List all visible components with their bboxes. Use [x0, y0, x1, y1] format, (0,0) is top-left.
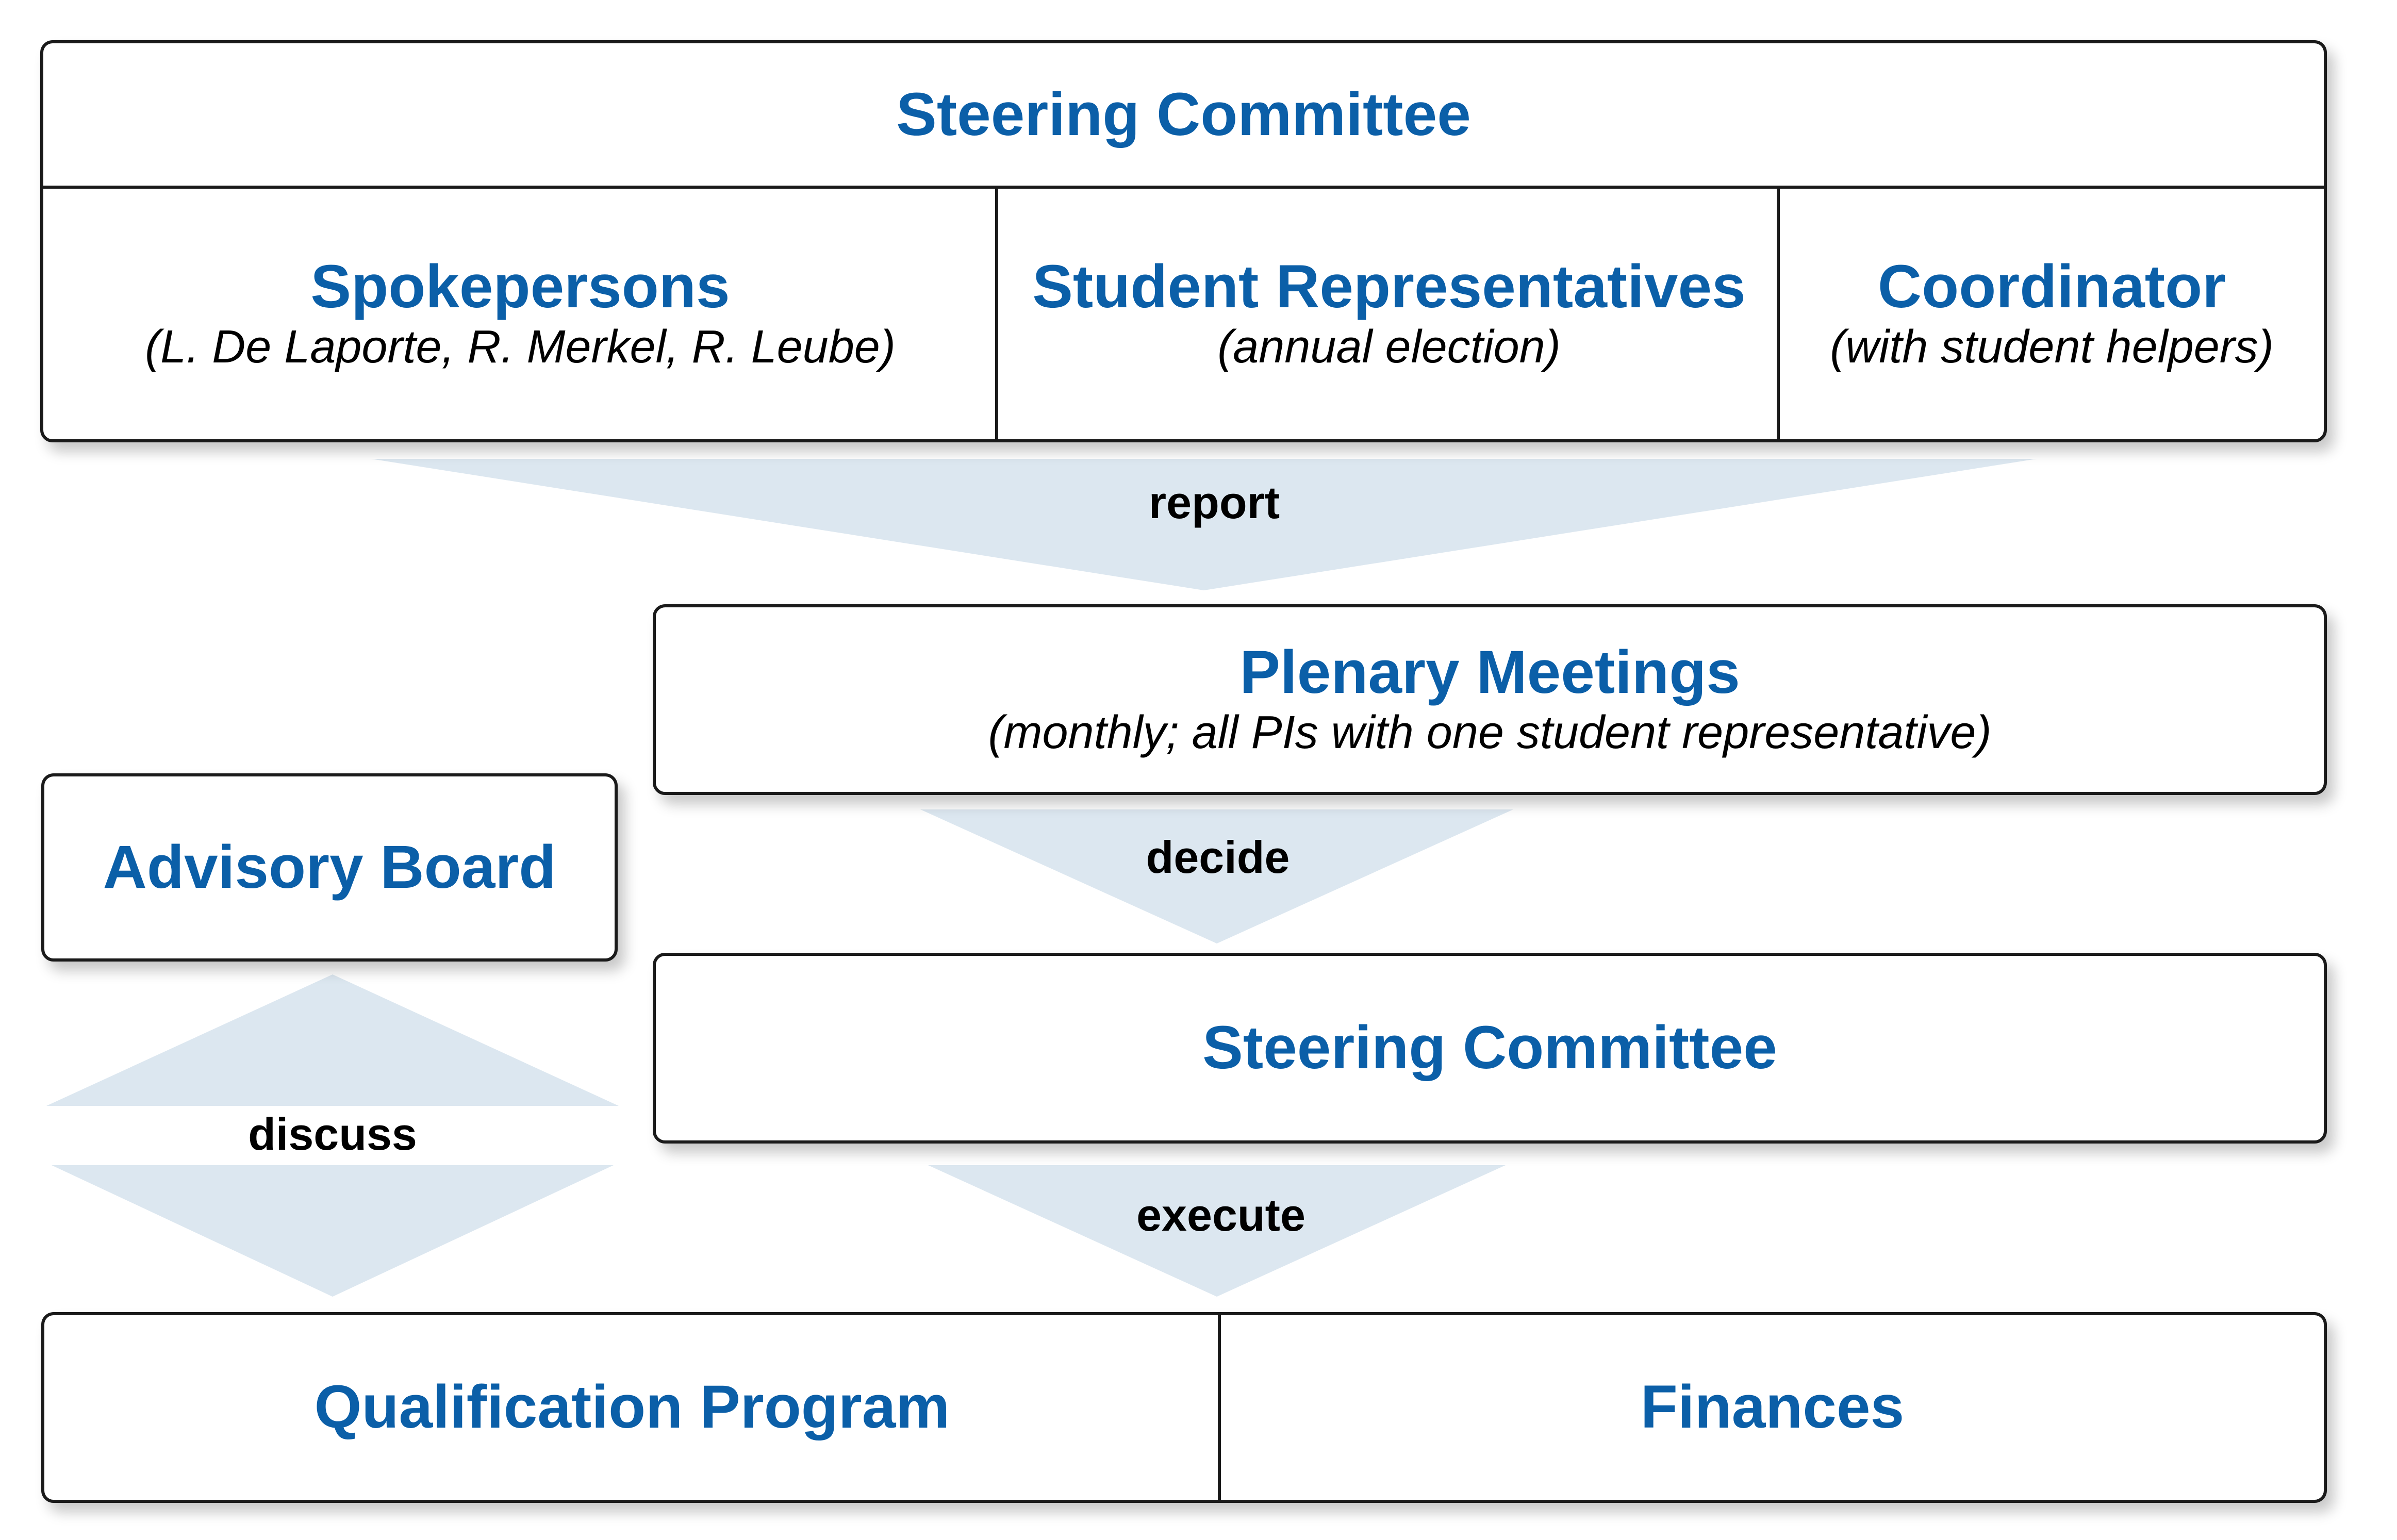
discuss-arrow-up [46, 974, 619, 1106]
coordinator-note: (with student helpers) [1830, 321, 2274, 373]
spokepersons-note: (L. De Laporte, R. Merkel, R. Leube) [145, 321, 896, 373]
plenary-meetings-note: (monthly; all PIs with one student repre… [988, 707, 1992, 759]
advisory-board-title: Advisory Board [103, 833, 556, 901]
top-committee-title: Steering Committee [896, 80, 1471, 149]
member-divider-1 [995, 188, 998, 439]
advisory-board-content: Advisory Board [44, 776, 615, 958]
coordinator-cell: Coordinator (with student helpers) [1780, 189, 2324, 439]
steering-committee-content: Steering Committee [656, 956, 2324, 1140]
execute-label: execute [1136, 1189, 1305, 1240]
qualification-program-cell: Qualification Program [44, 1315, 1220, 1500]
coordinator-title: Coordinator [1877, 253, 2226, 321]
discuss-label: discuss [248, 1108, 417, 1160]
plenary-meetings-title: Plenary Meetings [1239, 638, 1740, 707]
qualification-program-title: Qualification Program [314, 1373, 950, 1442]
student-representatives-note: (annual election) [1217, 321, 1561, 373]
bottom-divider [1218, 1315, 1221, 1500]
top-steering-committee: Steering Committee Spokepersons (L. De L… [40, 40, 2327, 442]
discuss-arrow-down [52, 1165, 614, 1297]
student-representatives-title: Student Representatives [1032, 253, 1746, 321]
top-committee-divider [43, 186, 2324, 189]
advisory-board-box: Advisory Board [41, 773, 618, 962]
decide-label: decide [1146, 832, 1290, 883]
plenary-meetings-content: Plenary Meetings (monthly; all PIs with … [656, 607, 2324, 792]
bottom-box: Qualification Program Finances [41, 1312, 2327, 1503]
plenary-meetings-box: Plenary Meetings (monthly; all PIs with … [653, 604, 2327, 795]
execute-arrow [928, 1165, 1506, 1297]
report-arrow [371, 459, 2037, 590]
member-divider-2 [1777, 188, 1780, 439]
steering-committee-title: Steering Committee [1202, 1014, 1777, 1082]
student-representatives-cell: Student Representatives (annual election… [998, 189, 1780, 439]
spokepersons-cell: Spokepersons (L. De Laporte, R. Merkel, … [43, 189, 997, 439]
steering-committee-box: Steering Committee [653, 953, 2327, 1144]
top-committee-header: Steering Committee [43, 43, 2324, 187]
spokepersons-title: Spokepersons [310, 253, 730, 321]
report-label: report [1148, 477, 1280, 528]
finances-cell: Finances [1221, 1315, 2324, 1500]
decide-arrow [920, 809, 1513, 943]
finances-title: Finances [1640, 1373, 1905, 1442]
